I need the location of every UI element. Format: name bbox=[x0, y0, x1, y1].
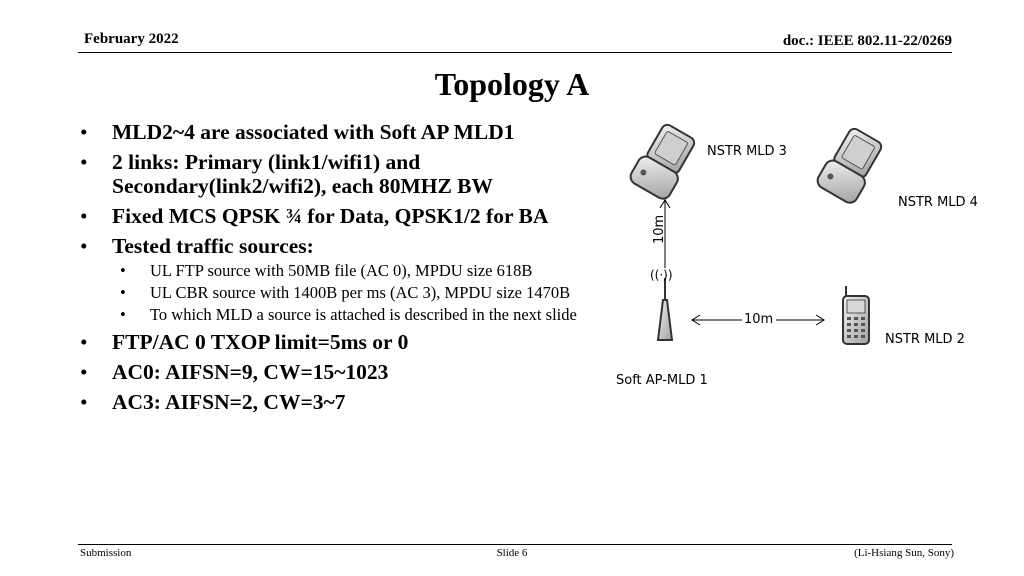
bullet-item: AC3: AIFSN=2, CW=3~7 bbox=[74, 390, 584, 414]
bullet-item: Fixed MCS QPSK ¾ for Data, QPSK1/2 for B… bbox=[74, 204, 584, 228]
flip-phone-icon bbox=[816, 127, 883, 204]
flip-phone-icon bbox=[629, 123, 696, 200]
bullet-list: MLD2~4 are associated with Soft AP MLD1 … bbox=[74, 120, 584, 420]
bullet-item: Tested traffic sources: UL FTP source wi… bbox=[74, 234, 584, 324]
topology-graphic bbox=[629, 123, 883, 345]
bullet-item: FTP/AC 0 TXOP limit=5ms or 0 bbox=[74, 330, 584, 354]
sub-bullet-list: UL FTP source with 50MB file (AC 0), MPD… bbox=[112, 262, 584, 325]
header-doc-id: doc.: IEEE 802.11-22/0269 bbox=[782, 33, 952, 49]
footer-author: (Li-Hsiang Sun, Sony) bbox=[854, 547, 954, 559]
bullet-item: MLD2~4 are associated with Soft AP MLD1 bbox=[74, 120, 584, 144]
slide-title: Topology A bbox=[434, 66, 590, 102]
vertical-distance-arrow bbox=[659, 199, 671, 268]
footer-slide-number: Slide 6 bbox=[496, 547, 528, 559]
label-horizontal-distance: 10m bbox=[744, 312, 774, 327]
bullet-item: 2 links: Primary (link1/wifi1) and Secon… bbox=[74, 150, 584, 198]
mobile-phone-icon bbox=[842, 286, 870, 345]
sub-bullet-item: UL CBR source with 1400B per ms (AC 3), … bbox=[112, 284, 584, 303]
bullet-item: AC0: AIFSN=9, CW=15~1023 bbox=[74, 360, 584, 384]
access-point-icon bbox=[656, 278, 674, 341]
header-date: February 2022 bbox=[84, 31, 179, 47]
sub-bullet-item: UL FTP source with 50MB file (AC 0), MPD… bbox=[112, 262, 584, 281]
footer-submission: Submission bbox=[80, 547, 132, 559]
label-nstr-mld-2: NSTR MLD 2 bbox=[885, 332, 965, 347]
wireless-signal-icon: ((·)) bbox=[650, 268, 673, 282]
label-nstr-mld-3: NSTR MLD 3 bbox=[707, 144, 787, 159]
label-soft-ap-mld-1: Soft AP-MLD 1 bbox=[616, 373, 708, 388]
topology-diagram: NSTR MLD 3 NSTR MLD 4 NSTR MLD 2 Soft AP… bbox=[600, 118, 1000, 408]
footer-rule bbox=[78, 544, 952, 545]
label-vertical-distance: 10m bbox=[652, 214, 667, 244]
sub-bullet-item: To which MLD a source is attached is des… bbox=[112, 306, 584, 325]
horizontal-distance-arrow bbox=[691, 314, 825, 326]
label-nstr-mld-4: NSTR MLD 4 bbox=[898, 195, 978, 210]
header-rule bbox=[78, 52, 952, 53]
